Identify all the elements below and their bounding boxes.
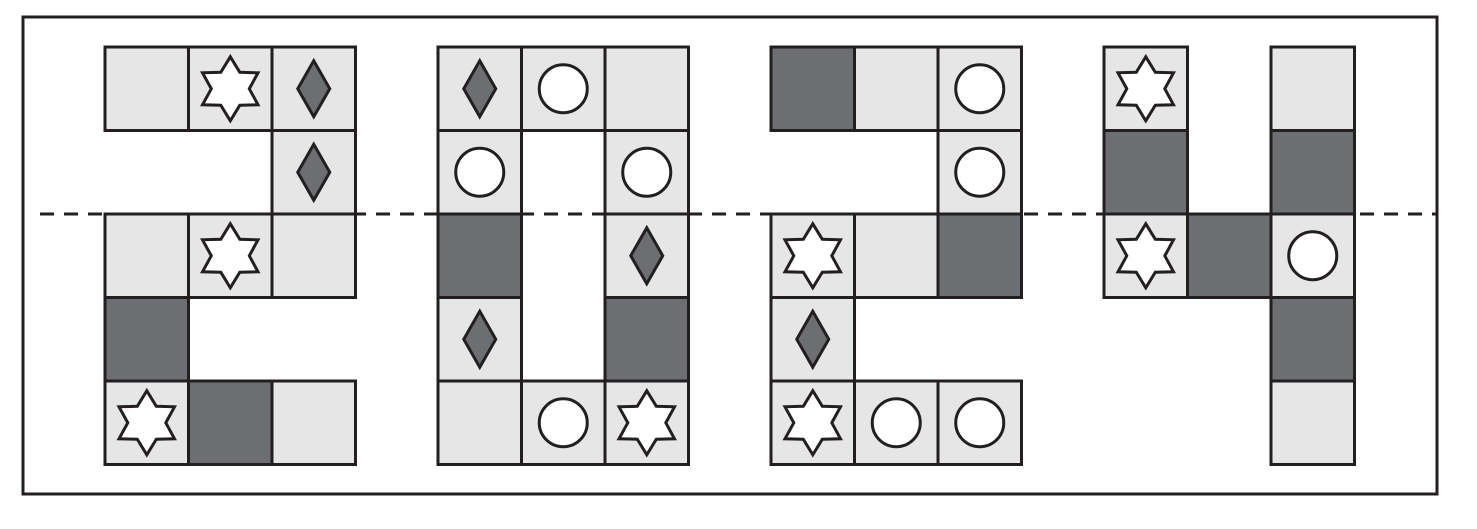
dark-square [103, 296, 190, 383]
grid-cell [603, 296, 690, 383]
grid-cell [936, 379, 1023, 466]
grid-cell [103, 212, 190, 299]
light-square [853, 45, 940, 132]
dark-square [1102, 129, 1189, 216]
grid-cell [769, 212, 856, 299]
light-square [103, 212, 190, 299]
grid-cell [769, 379, 856, 466]
dark-square [187, 379, 274, 466]
circle-icon [954, 63, 1006, 115]
light-square [270, 379, 357, 466]
star-icon [1115, 220, 1176, 291]
star-icon [199, 53, 261, 124]
circle-icon [870, 397, 922, 449]
light-square [1269, 45, 1356, 132]
grid-cell [103, 379, 190, 466]
grid-cell [103, 296, 190, 383]
grid-cell [270, 129, 357, 216]
diamond-icon [296, 57, 332, 120]
light-square [270, 212, 357, 299]
dark-square [436, 212, 523, 299]
grid-cell [436, 379, 523, 466]
grid-cell [436, 45, 523, 132]
dark-square [769, 45, 856, 132]
grid-cell [187, 45, 274, 132]
star-icon [782, 220, 843, 291]
grid-cell [270, 379, 357, 466]
grid-cell [1186, 212, 1273, 299]
star-icon [616, 387, 677, 458]
grid-cell [1269, 129, 1356, 216]
circle-icon [954, 146, 1006, 198]
light-square [603, 45, 690, 132]
light-square [436, 379, 523, 466]
grid-cell [936, 212, 1023, 299]
grid-cell [603, 129, 690, 216]
circle-icon [621, 146, 673, 198]
grid-cell [853, 379, 940, 466]
grid-cell [520, 379, 607, 466]
dark-square [603, 296, 690, 383]
grid-cell [1102, 129, 1189, 216]
grid-cell [270, 45, 357, 132]
grid-cell [769, 296, 856, 383]
circle-icon [454, 146, 506, 198]
grid-cell [603, 45, 690, 132]
light-square [103, 45, 190, 132]
circle-icon [537, 63, 589, 115]
grid-cell [103, 45, 190, 132]
dark-square [936, 212, 1023, 299]
grid-cell [436, 296, 523, 383]
digits-group [103, 45, 1356, 466]
diamond-icon [462, 57, 498, 120]
diamond-icon [795, 308, 831, 371]
grid-cell [1269, 45, 1356, 132]
star-icon [782, 387, 843, 458]
grid-cell [1269, 379, 1356, 466]
diamond-icon [296, 141, 332, 204]
grid-cell [853, 45, 940, 132]
circle-icon [954, 397, 1006, 449]
dark-square [1269, 129, 1356, 216]
grid-cell [270, 212, 357, 299]
grid-cell [603, 379, 690, 466]
light-square [853, 212, 940, 299]
grid-cell [1269, 296, 1356, 383]
grid-cell [936, 45, 1023, 132]
grid-cell [769, 45, 856, 132]
dark-square [1269, 296, 1356, 383]
grid-cell [936, 129, 1023, 216]
diamond-icon [462, 308, 498, 371]
grid-cell [603, 212, 690, 299]
star-icon [116, 387, 177, 458]
star-icon [1115, 53, 1176, 124]
grid-cell [853, 212, 940, 299]
digit-0 [436, 45, 690, 466]
circle-icon [537, 397, 589, 449]
dark-square [1186, 212, 1273, 299]
digit-4 [1102, 45, 1356, 466]
grid-cell [1102, 212, 1189, 299]
grid-cell [187, 379, 274, 466]
diamond-icon [629, 224, 665, 287]
grid-cell [436, 212, 523, 299]
light-square [1269, 379, 1356, 466]
outer-frame [21, 15, 1439, 496]
grid-cell [1269, 212, 1356, 299]
circle-icon [1287, 230, 1339, 282]
star-icon [199, 220, 261, 291]
grid-cell [187, 212, 274, 299]
grid-cell [520, 45, 607, 132]
digit-2 [103, 45, 357, 466]
digit-2b [769, 45, 1023, 466]
grid-cell [436, 129, 523, 216]
grid-cell [1102, 45, 1189, 132]
